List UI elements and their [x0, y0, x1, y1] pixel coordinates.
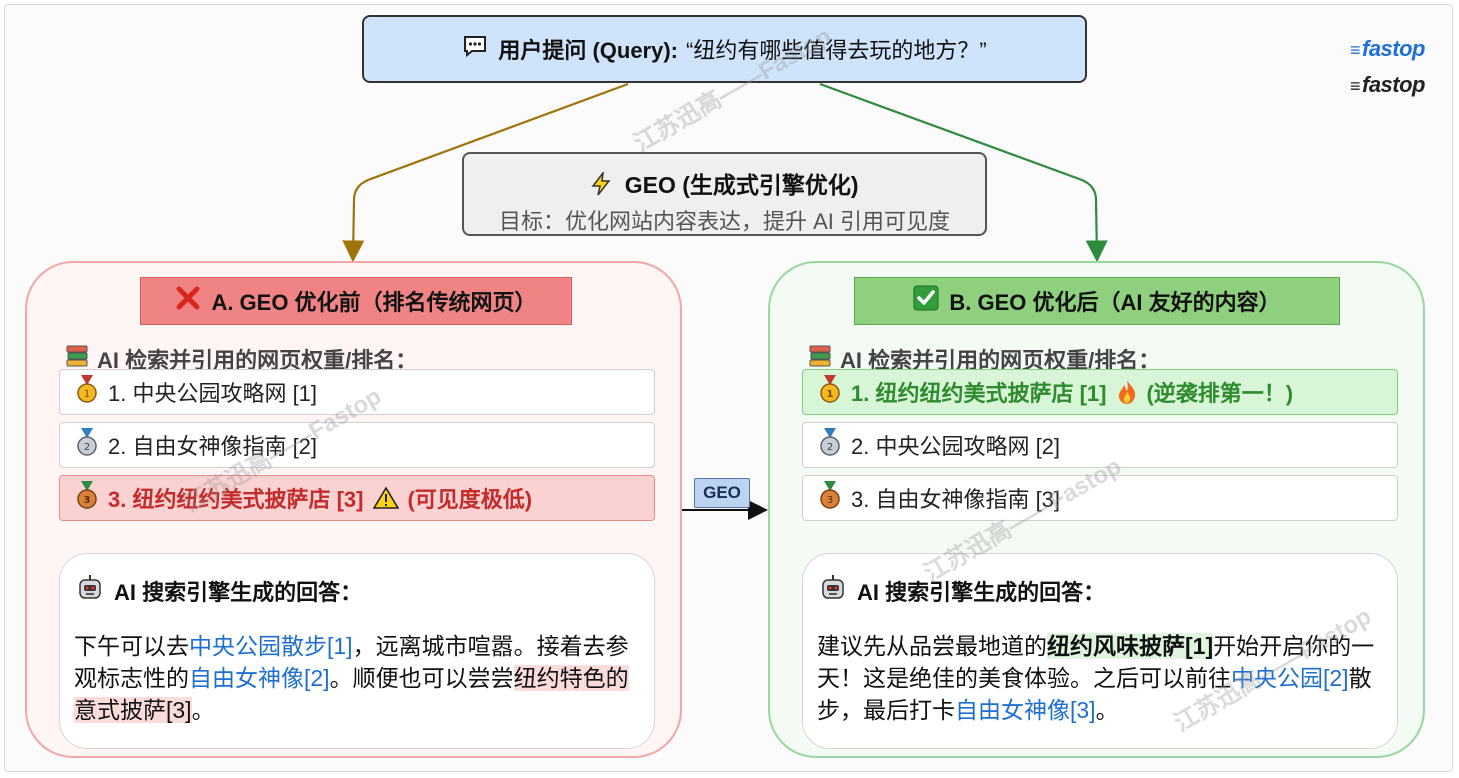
bronze-medal-icon: 3: [819, 481, 841, 515]
panel-b-rank-row-3: 3 3. 自由女神像指南 [3]: [802, 475, 1398, 521]
panel-a-rank-title: AI 检索并引用的网页权重/排名：: [65, 343, 417, 375]
svg-text:2: 2: [84, 442, 90, 453]
panel-a-answer-text: 下午可以去中央公园散步[1]，远离城市喧嚣。接着去参观标志性的自由女神像[2]。…: [74, 633, 629, 723]
geo-title: GEO (生成式引擎优化): [624, 172, 859, 198]
geo-subtitle: 目标：优化网站内容表达，提升 AI 引用可见度: [498, 209, 950, 234]
panel-after-geo: B. GEO 优化后（AI 友好的内容） AI 检索并引用的网页权重/排名： 1…: [768, 261, 1425, 758]
bronze-medal-icon: 3: [76, 481, 98, 515]
panel-b-answer-text: 建议先从品尝最地道的纽约风味披萨[1]开始开启你的一天！这是绝佳的美食体验。之后…: [817, 633, 1375, 723]
panel-b-rank-title: AI 检索并引用的网页权重/排名：: [808, 343, 1160, 375]
silver-medal-icon: 2: [76, 428, 98, 462]
svg-text:1: 1: [84, 389, 90, 400]
citation-link[interactable]: 自由女神像[2]: [189, 665, 330, 691]
query-text: “纽约有哪些值得去玩的地方？”: [686, 38, 987, 63]
pizza-citation-highlight: 纽约风味披萨[1]: [1047, 633, 1214, 659]
query-label: 用户提问 (Query):: [498, 38, 679, 63]
robot-icon: [76, 574, 104, 608]
geo-definition-box: GEO (生成式引擎优化) 目标：优化网站内容表达，提升 AI 引用可见度: [462, 152, 987, 236]
lightning-icon: [590, 170, 618, 198]
panel-before-geo: A. GEO 优化前（排名传统网页） AI 检索并引用的网页权重/排名： 1 1…: [25, 261, 682, 758]
panel-a-rank-row-3: 3 3. 纽约纽约美式披萨店 [3] (可见度极低): [59, 475, 655, 521]
svg-text:2: 2: [827, 442, 833, 453]
svg-text:3: 3: [827, 495, 833, 506]
panel-a-rank-row-1: 1 1. 中央公园攻略网 [1]: [59, 369, 655, 415]
warning-icon: [373, 486, 400, 509]
fastop-logo-blue: ≡fastop: [1349, 36, 1426, 61]
panel-a-answer-box: AI 搜索引擎生成的回答： 下午可以去中央公园散步[1]，远离城市喧嚣。接着去参…: [59, 553, 655, 749]
gold-medal-icon: 1: [819, 375, 841, 409]
svg-text:1: 1: [827, 389, 834, 400]
gold-medal-icon: 1: [76, 375, 98, 409]
panel-a-header: A. GEO 优化前（排名传统网页）: [140, 277, 572, 325]
robot-icon: [819, 574, 847, 608]
panel-b-rank-row-2: 2 2. 中央公园攻略网 [2]: [802, 422, 1398, 468]
red-cross-icon: [175, 285, 201, 317]
user-query-box: 用户提问 (Query): “纽约有哪些值得去玩的地方？”: [362, 15, 1087, 83]
citation-link[interactable]: 中央公园[2]: [1231, 665, 1349, 691]
panel-b-answer-box: AI 搜索引擎生成的回答： 建议先从品尝最地道的纽约风味披萨[1]开始开启你的一…: [802, 553, 1398, 749]
panel-a-rank-row-2: 2 2. 自由女神像指南 [2]: [59, 422, 655, 468]
panel-b-rank-row-1: 1 1. 纽约纽约美式披萨店 [1] (逆袭排第一！): [802, 369, 1398, 415]
check-mark-icon: [913, 285, 939, 317]
citation-link[interactable]: 中央公园散步[1]: [189, 633, 353, 659]
svg-text:3: 3: [84, 495, 91, 506]
chat-bubble-icon: [462, 34, 488, 64]
books-icon: [65, 345, 89, 373]
panel-b-header: B. GEO 优化后（AI 友好的内容）: [854, 277, 1340, 325]
fire-icon: [1119, 380, 1136, 404]
geo-transition-tag: GEO: [694, 478, 750, 508]
books-icon: [808, 345, 832, 373]
panel-a-answer-title: AI 搜索引擎生成的回答：: [114, 580, 363, 605]
citation-link[interactable]: 自由女神像[3]: [955, 697, 1096, 723]
panel-b-answer-title: AI 搜索引擎生成的回答：: [857, 580, 1106, 605]
silver-medal-icon: 2: [819, 428, 841, 462]
fastop-logo-black: ≡fastop: [1349, 72, 1426, 97]
